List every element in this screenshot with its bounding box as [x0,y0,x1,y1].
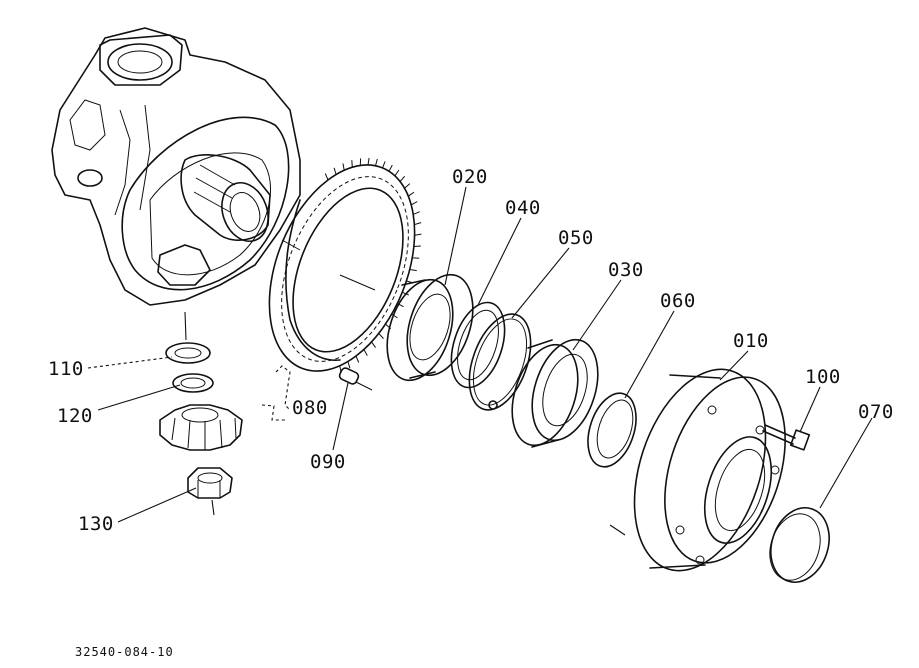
bolt-100 [762,424,811,451]
callout-030: 030 [608,259,644,281]
callout-120: 120 [57,405,93,427]
gear-tooth [391,313,398,319]
ring-gear-teeth [324,157,422,373]
callout-020: 020 [452,166,488,188]
ring-gear [268,164,416,372]
gear-tooth [351,160,353,168]
callout-050: 050 [558,227,594,249]
gear-case-housing [51,27,301,341]
gear-tooth [399,175,406,182]
callout-010: 010 [733,330,769,352]
gear-tooth [404,183,411,189]
bearing-020 [386,273,474,382]
gear-tooth [402,291,409,296]
bearing-040 [450,301,506,389]
gear-tooth [333,167,337,175]
gear-tooth [414,222,422,226]
gear-tooth [342,163,345,171]
gear-tooth [324,173,329,181]
gear-tooth [371,341,377,348]
gear-tooth [413,245,421,247]
gear-tooth [410,201,418,206]
callout-130: 130 [78,513,114,535]
callout-090: 090 [310,451,346,473]
washer-110 [165,342,211,364]
gear-tooth [413,211,420,215]
document-number: 32540-084-10 [75,645,174,659]
gear-tooth [385,323,392,330]
gear-tooth [408,191,415,197]
callout-100: 100 [805,366,841,388]
gear-tooth [382,161,386,169]
snap-ring-050 [468,313,532,411]
gear-tooth [347,361,351,369]
bearing-030 [511,338,599,448]
gear-tooth [388,164,393,172]
leader-lines [87,186,873,523]
gear-tooth [367,157,370,166]
gear-tooth [363,349,368,356]
gear-tooth [397,302,404,308]
callout-040: 040 [505,197,541,219]
gear-tooth [375,158,378,166]
nut-130 [187,467,233,516]
gear-tooth [339,365,342,373]
pin-090 [338,367,373,391]
oil-seal-060 [587,392,637,468]
gear-tooth [406,280,414,284]
hub-housing-010 [609,368,786,572]
gear-tooth [355,355,360,363]
callout-080: 080 [292,397,328,419]
gear-tooth [414,233,422,236]
cap-070 [769,507,830,583]
callout-labels: 020 040 050 030 060 010 100 070 110 120 … [48,166,894,535]
gear-tooth [394,169,400,177]
bevel-pinion [159,404,243,451]
callout-060: 060 [660,290,696,312]
callout-110: 110 [48,358,84,380]
washer-120 [172,373,214,393]
gear-tooth [409,269,417,272]
callout-070: 070 [858,401,894,423]
gear-tooth [378,333,384,339]
